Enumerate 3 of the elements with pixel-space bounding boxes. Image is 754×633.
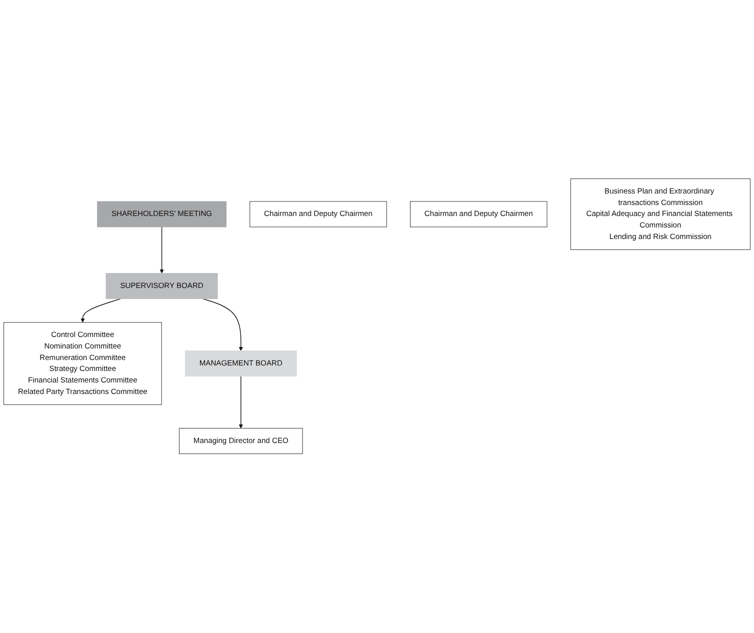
- arrow: [160, 226, 164, 274]
- arrow: [202, 298, 243, 352]
- arrow: [238, 376, 243, 429]
